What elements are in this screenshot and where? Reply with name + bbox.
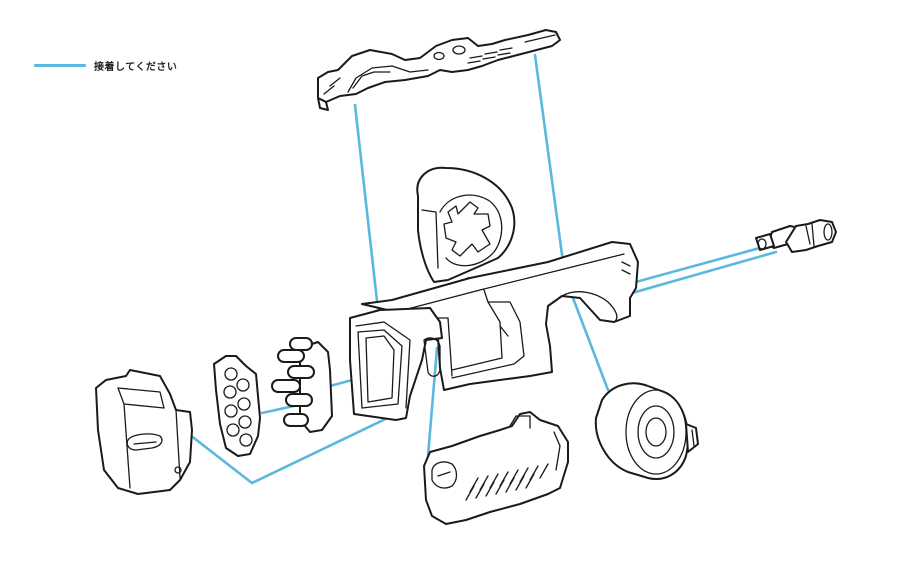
glue-line-muzzle-a <box>630 241 780 285</box>
grip-panel <box>423 411 569 525</box>
legend-label: 接着してください <box>94 61 178 73</box>
dart-pins <box>271 337 315 427</box>
glue-line-cap <box>188 410 402 485</box>
glue-line-grip <box>425 346 439 470</box>
legend-glue-line-swatch <box>34 63 86 67</box>
scope-mount <box>416 166 516 283</box>
dart-cluster <box>271 337 333 433</box>
glue-lines <box>188 53 780 485</box>
cartridge-plate <box>213 355 261 457</box>
muzzle-tip <box>755 219 837 253</box>
glue-line-muzzle-b <box>630 250 778 295</box>
end-cap <box>95 369 193 495</box>
glue-line-rail-right <box>533 53 565 264</box>
glue-line-drum <box>571 296 610 392</box>
drum-wheel <box>594 382 699 480</box>
main-body <box>361 241 639 391</box>
top-rail <box>317 29 561 111</box>
side-block <box>349 307 443 421</box>
glue-line-rail-left <box>353 103 380 312</box>
legend: 接着してください <box>34 57 177 73</box>
